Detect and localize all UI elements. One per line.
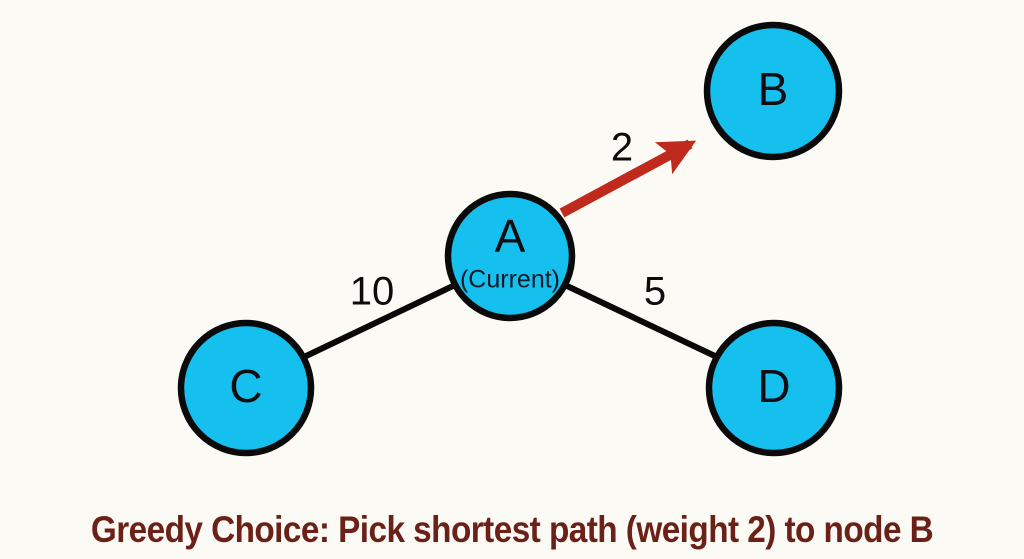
node-c-circle[interactable] xyxy=(177,319,315,457)
edge-weight-a-d: 5 xyxy=(644,270,666,314)
node-b[interactable]: B xyxy=(703,21,843,161)
edge-weight-a-c: 10 xyxy=(350,270,395,314)
node-group: C D B A (Current) xyxy=(177,21,843,457)
node-c[interactable]: C xyxy=(177,319,315,457)
node-a-label: A xyxy=(495,210,526,262)
node-d-circle[interactable] xyxy=(705,319,843,457)
node-c-label: C xyxy=(229,360,262,412)
node-a-sublabel: (Current) xyxy=(460,266,560,294)
node-a[interactable]: A (Current) xyxy=(444,190,576,322)
node-d[interactable]: D xyxy=(705,319,843,457)
node-d-label: D xyxy=(757,360,790,412)
edge-a-b-highlighted xyxy=(559,139,697,218)
caption-text: Greedy Choice: Pick shortest path (weigh… xyxy=(90,509,934,550)
edge-weight-group: 10 5 2 xyxy=(350,126,666,314)
edge-group xyxy=(301,139,720,360)
node-b-label: B xyxy=(758,63,789,115)
node-b-circle[interactable] xyxy=(703,21,843,161)
edge-weight-a-b: 2 xyxy=(611,126,633,170)
node-a-circle[interactable] xyxy=(444,190,576,322)
edge-a-c xyxy=(301,282,458,360)
edge-a-d xyxy=(562,282,720,360)
